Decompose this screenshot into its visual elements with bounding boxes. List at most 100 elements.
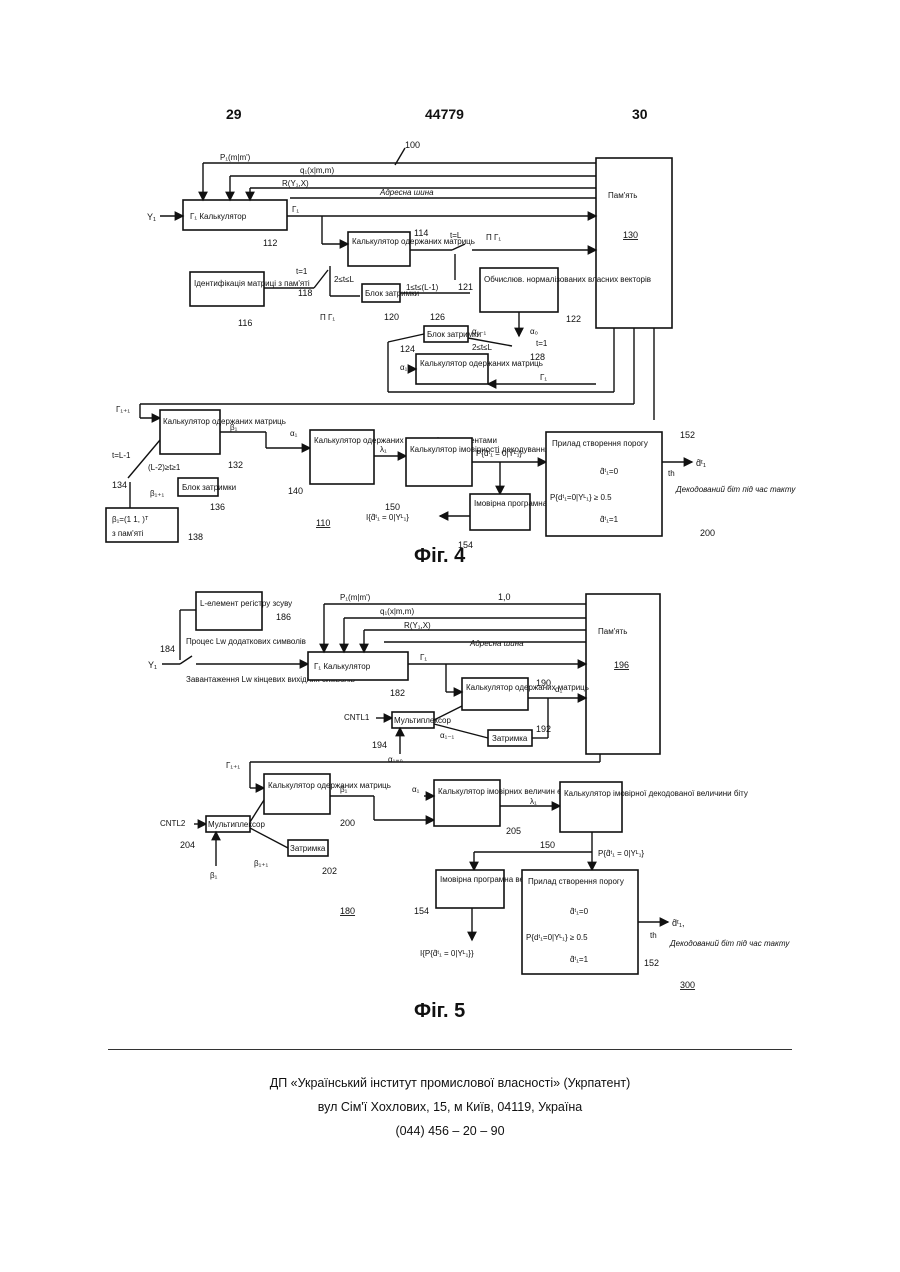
fig4-signal-gamma: Γ₁ (292, 205, 299, 214)
fig5-delay-label-2: Затримка (290, 844, 326, 853)
fig4-ref-112: 112 (263, 238, 277, 248)
fig5-decoded-bit: d̂ᵗ₁, (672, 918, 685, 928)
fig4-memory-label: Пам'ять (608, 191, 637, 200)
fig4-d1: d̂ᵗ₁=1 (600, 515, 619, 524)
fig4-t-equals-L-1: t=L-1 (112, 451, 131, 460)
fig4-gamma-calculator-label: Γ₁ Калькулятор (190, 212, 247, 221)
fig5-input-y: Y₁ (148, 660, 157, 670)
fig4-signal-p: P₁(m|m') (220, 153, 251, 162)
fig4-ref-200: 200 (700, 528, 715, 538)
fig4-ref-120: 120 (384, 312, 399, 322)
fig5-signal-q: q₁(x|m,m) (380, 607, 414, 616)
fig5-ref-202: 202 (322, 866, 337, 876)
fig4-range-1: 2≤t≤L (334, 275, 354, 284)
fig4-range-3: 2≤t≤L (472, 343, 492, 352)
fig5-beta-input: β₁ (210, 871, 218, 880)
fig5-ref-205: 205 (506, 826, 521, 836)
fig5-ref-150: 150 (540, 840, 555, 850)
fig4-t-equals-1-b: t=1 (536, 339, 548, 348)
fig5-gamma-calculator-label: Γ₁ Калькулятор (314, 662, 371, 671)
fig4-gamma-product: Π Γ₁ (486, 233, 501, 242)
fig4-decision-label: Прилад створення порогу (552, 439, 648, 448)
fig4-beta-calculator-label: Калькулятор одержаних матриць (163, 417, 286, 426)
fig5-mux-label-1: Мультиплексор (394, 716, 452, 725)
fig4-range-4: (L-2)≥t≥1 (148, 463, 181, 472)
fig4-beta-signal: β₁ (230, 423, 238, 432)
fig4-ref-150: 150 (385, 502, 400, 512)
fig5-ref-190: 190 (536, 678, 551, 688)
footer-divider (108, 1049, 792, 1050)
figure-5-caption: Фіг. 5 (414, 1000, 465, 1023)
fig4-signal-r: R(Y₁,X) (282, 179, 309, 188)
fig5-ref-204: 204 (180, 840, 195, 850)
fig4-ref-116: 116 (238, 318, 252, 328)
fig5-alpha-calculator-label: Калькулятор одержаних матриць (466, 683, 589, 692)
fig4-t-equals-1: t=1 (296, 267, 308, 276)
fig4-ref-110: 110 (316, 518, 330, 528)
footer-line-1: ДП «Український інститут промислової вла… (0, 1076, 900, 1090)
fig5-cntl2: CNTL2 (160, 819, 186, 828)
fig5-beta-calculator-label: Калькулятор одержаних матриць (268, 781, 391, 790)
fig4-ref-130: 130 (623, 230, 638, 240)
fig5-shift-register-block (196, 592, 262, 630)
fig4-gamma-signal-2: Γ₁ (540, 373, 547, 382)
fig4-ref-122: 122 (566, 314, 581, 324)
fig4-ref-126: 126 (430, 312, 445, 322)
fig4-gamma-next: Γ₁₊₁ (116, 405, 130, 414)
fig4-memory-block (596, 158, 672, 328)
fig4-ref-136: 136 (210, 502, 225, 512)
fig5-memory-label: Пам'ять (598, 627, 627, 636)
fig4-ref-121: 121 (458, 282, 473, 292)
fig5-beta-calculator-block (264, 774, 330, 814)
fig4-ref-114: 114 (414, 228, 428, 238)
fig5-beta-signal: β₁ (340, 785, 348, 794)
fig4-ref-140: 140 (288, 486, 303, 496)
fig5-signal-p: P₁(m|m') (340, 593, 371, 602)
fig5-shift-register-label: L-елемент регістру зсуву (200, 599, 292, 608)
fig5-beta-next: β₁₊₁ (254, 859, 269, 868)
fig4-id-matrix-label: Ідентифікація матриці з пам'яті (194, 279, 310, 288)
footer-line-3: (044) 456 – 20 – 90 (0, 1124, 900, 1138)
fig4-decoded-note: Декодований біт під час такту (675, 485, 796, 494)
footer-line-2: вул Сім'ї Хохлових, 15, м Київ, 04119, У… (0, 1100, 900, 1114)
fig4-address-bus: Адресна шина (379, 188, 434, 197)
fig5-d1: d̂ᵗ₁=1 (570, 955, 589, 964)
fig4-ref-134: 134 (112, 480, 127, 490)
fig5-ref-192: 192 (536, 724, 551, 734)
fig5-address-bus: Адресна шина (469, 639, 524, 648)
fig5-process-label: Процес Lw додаткових символів (186, 637, 306, 646)
fig4-d0: d̂ᵗ₁=0 (600, 467, 619, 476)
fig5-decision-label: Прилад створення порогу (528, 877, 624, 886)
fig4-ref-132: 132 (228, 460, 243, 470)
fig4-ref-138: 138 (188, 532, 203, 542)
fig5-alpha-input: α₁ (412, 785, 420, 794)
fig5-ref-1-0: 1,0 (498, 592, 511, 602)
fig4-alpha-prev: α₁₋₁ (472, 327, 487, 336)
fig5-ref-184: 184 (160, 644, 175, 654)
fig4-t-equals-L: t=L (450, 231, 462, 240)
fig5-ref-300: 300 (680, 980, 695, 990)
fig5-signal-gamma: Γ₁ (420, 653, 427, 662)
fig4-alpha-signal: α₁ (400, 363, 408, 372)
figure-4-caption: Фіг. 4 (414, 545, 465, 568)
fig5-ref-182: 182 (390, 688, 405, 698)
fig5-ref-154: 154 (414, 906, 429, 916)
figure-5-diagram: Пам'ять 196 L-елемент регістру зсуву 186… (148, 592, 790, 990)
fig4-gamma-product-2: Π Γ₁ (320, 313, 335, 322)
fig4-lambda-signal: λ₁ (380, 445, 387, 454)
fig5-probability-calculator-label: Калькулятор імовірної декодованої величи… (564, 789, 748, 798)
fig4-decoded-bit: d̂ᵗ₁ (696, 458, 706, 468)
fig4-beta-next: β₁₊₁ (150, 489, 165, 498)
fig5-memory-block (586, 594, 660, 754)
fig4-eigenvector-label: Обчислюв. нормалізованих власних векторі… (484, 275, 651, 284)
fig4-signal-q: q₁(x|m,m) (300, 166, 334, 175)
fig4-ref-100: 100 (405, 140, 420, 150)
fig5-cntl1: CNTL1 (344, 713, 370, 722)
fig4-alpha-input: α₁ (290, 429, 298, 438)
fig5-signal-r: R(Y₁,X) (404, 621, 431, 630)
fig4-ref-152: 152 (680, 430, 695, 440)
fig5-ref-200: 200 (340, 818, 355, 828)
fig5-probability: P{d̂ᵗ₁ = 0|Yᴸ₁} (598, 849, 644, 858)
figure-4-diagram: Пам'ять 130 Γ₁ Калькулятор 112 Y₁ P₁(m|m… (106, 140, 796, 550)
fig4-ref-124: 124 (400, 344, 415, 354)
